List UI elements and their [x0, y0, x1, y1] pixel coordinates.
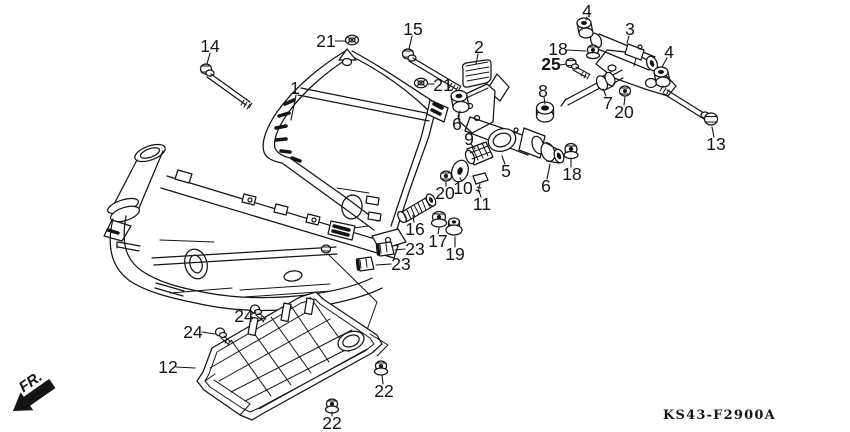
bolt-11 — [472, 172, 489, 193]
part-label-7-13: 7 — [603, 93, 613, 113]
leader-line-24-28 — [251, 311, 257, 315]
part-label-12-30: 12 — [158, 357, 177, 377]
nut-22-right — [373, 360, 389, 376]
nut-20-left — [439, 170, 453, 182]
nut-22-bottom — [324, 398, 340, 414]
washer-21-top — [344, 34, 360, 46]
part-label-9-15: 9 — [464, 129, 474, 149]
leader-line-6-12 — [457, 110, 461, 118]
part-label-10-17: 10 — [453, 178, 473, 198]
part-label-17-24: 17 — [428, 231, 447, 251]
part-label-20-14: 20 — [614, 102, 634, 122]
clip-23-upper — [375, 241, 395, 257]
washer-10 — [451, 159, 469, 183]
part-label-8-11: 8 — [538, 81, 548, 101]
part-label-13-22: 13 — [706, 134, 725, 154]
leader-line-4-5 — [585, 16, 588, 21]
leader-line-1-3 — [290, 94, 297, 121]
part-label-24-29: 24 — [183, 322, 203, 342]
part-label-11-19: 11 — [473, 194, 491, 214]
part-label-25-8: 25 — [541, 54, 561, 74]
washer-21-right — [413, 77, 429, 89]
part-label-16-23: 16 — [405, 219, 424, 239]
fr-direction-arrow — [13, 378, 56, 411]
leader-line-2-4 — [475, 53, 479, 65]
bushing-4-right — [653, 66, 671, 88]
part-label-22-31: 22 — [374, 381, 393, 401]
part-label-23-27: 23 — [391, 254, 410, 274]
leader-line-12-30 — [175, 366, 196, 369]
part-label-2-4: 2 — [474, 37, 484, 57]
part-label-20-18: 20 — [435, 183, 455, 203]
leader-line-15-2 — [408, 35, 413, 50]
pivot-bolt-7 — [560, 69, 624, 107]
fr-direction-indicator: FR. — [13, 368, 56, 411]
nut-18-upper — [585, 44, 601, 60]
part-label-21-1: 21 — [316, 31, 335, 51]
clip-23-lower — [355, 256, 375, 272]
part-label-18-7: 18 — [548, 39, 567, 59]
bolt-15 — [401, 48, 462, 93]
nut-17 — [430, 210, 448, 228]
leader-line-14-0 — [206, 52, 211, 65]
collar-19 — [445, 217, 463, 236]
part-label-21-10: 21 — [433, 75, 452, 95]
leader-line-6-20 — [546, 163, 551, 180]
part-label-3-6: 3 — [625, 19, 635, 39]
bolt-24-upper — [249, 304, 267, 323]
diagram-code: KS43-F2900A — [663, 408, 776, 423]
leader-line-17-24 — [437, 227, 440, 235]
frame-body-drawing — [103, 48, 449, 342]
leader-line-23-26 — [394, 248, 406, 251]
bolt-14 — [199, 63, 253, 110]
engine-hanger-bracket-5 — [458, 73, 546, 159]
part-label-6-12: 6 — [452, 114, 462, 134]
leader-line-22-31 — [381, 374, 384, 385]
nut-20-right — [618, 85, 632, 97]
leader-line-8-11 — [543, 96, 546, 105]
nut-18-lower — [563, 142, 579, 160]
leader-line-7-13 — [602, 88, 607, 97]
leader-line-16-23 — [412, 214, 415, 223]
bushing-6-lower — [540, 142, 565, 164]
spring-16 — [397, 193, 437, 224]
part-label-6-20: 6 — [541, 176, 551, 196]
bushing-8 — [535, 101, 555, 123]
part-label-22-32: 22 — [322, 413, 341, 432]
part-label-4-9: 4 — [664, 42, 674, 62]
leader-line-23-27 — [375, 263, 392, 266]
leader-line-25-8 — [559, 63, 567, 66]
leader-line-9-15 — [470, 143, 476, 150]
leader-line-10-17 — [459, 177, 463, 182]
leader-line-20-14 — [623, 96, 626, 106]
part-label-24-28: 24 — [234, 306, 254, 326]
part-label-18-21: 18 — [562, 164, 581, 184]
leader-line-11-19 — [478, 190, 482, 198]
leader-line-5-16 — [501, 155, 506, 165]
part-label-14-0: 14 — [200, 36, 220, 56]
part-label-5-16: 5 — [501, 161, 511, 181]
part-label-1-3: 1 — [290, 78, 300, 98]
part-label-19-25: 19 — [445, 244, 464, 264]
part-label-15-2: 15 — [403, 19, 422, 39]
bushing-6-upper — [450, 89, 470, 114]
rubber-pad-2 — [461, 59, 492, 88]
plate-alignment-line — [327, 253, 378, 342]
leader-line-18-7 — [566, 49, 587, 52]
leader-line-3-6 — [626, 35, 630, 44]
leader-line-4-9 — [661, 57, 668, 68]
bolt-13 — [659, 85, 719, 126]
bushing-4-top — [576, 17, 594, 39]
leader-line-13-22 — [711, 126, 715, 138]
leader-line-24-29 — [201, 331, 216, 335]
skid-plate-drawing — [196, 291, 389, 421]
part-label-23-26: 23 — [405, 239, 424, 259]
part-label-4-5: 4 — [582, 1, 592, 21]
bolt-25 — [565, 57, 591, 80]
bolt-24-lower — [214, 327, 232, 346]
